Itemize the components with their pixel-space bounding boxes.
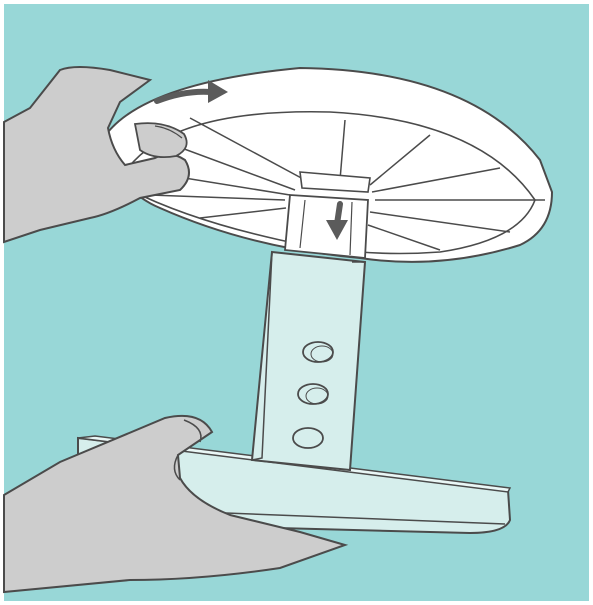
adjustment-hole bbox=[303, 342, 333, 362]
adjustment-hole bbox=[298, 384, 328, 404]
stool-column bbox=[252, 252, 365, 470]
adjustment-hole bbox=[293, 428, 323, 448]
